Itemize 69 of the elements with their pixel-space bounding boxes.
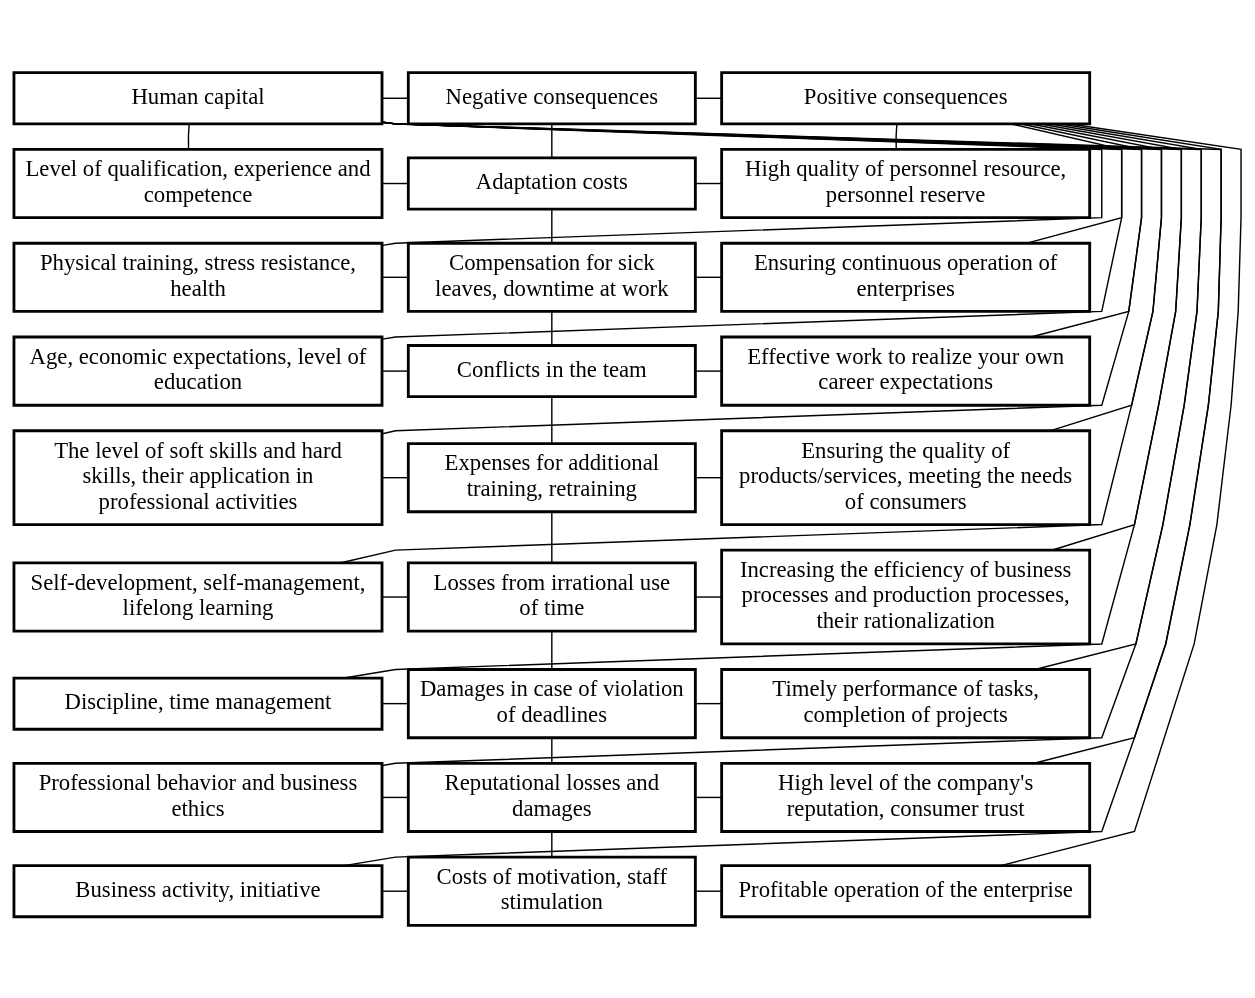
node-box: Ensuring continuous operation of enterprises — [720, 241, 1092, 313]
connector — [694, 182, 723, 185]
connector — [381, 121, 1143, 435]
node-box: Effective work to realize your own career expectations — [720, 335, 1092, 407]
connector — [381, 476, 409, 479]
node-box: Damages in case of violation of deadlines — [406, 668, 697, 740]
node-box: The level of soft skills and hard skills, their application in professional activities — [12, 429, 384, 526]
node-box: Conflicts in the team — [406, 344, 697, 399]
connector — [551, 310, 553, 347]
connector — [694, 276, 723, 279]
connector — [343, 121, 1183, 679]
connector — [551, 511, 553, 564]
connector — [694, 596, 723, 598]
connector — [551, 208, 553, 244]
connector — [381, 182, 409, 185]
connector — [1039, 123, 1183, 551]
connector — [551, 830, 553, 858]
node-box: Adaptation costs — [406, 156, 697, 211]
connector — [551, 123, 553, 159]
node-box: High level of the company's reputation, consumer trust — [720, 761, 1092, 833]
connector — [694, 890, 723, 892]
connector — [694, 796, 723, 799]
node-box: Timely performance of tasks, completion of projects — [720, 668, 1092, 740]
node-box: Expenses for additional training, retraining — [406, 442, 697, 514]
connector — [381, 97, 409, 99]
connector — [694, 702, 723, 705]
connector — [551, 630, 553, 670]
connector — [694, 370, 723, 372]
connector — [551, 737, 553, 764]
connector — [339, 121, 1163, 564]
connector — [381, 596, 409, 598]
node-box: Physical training, stress resistance, health — [12, 241, 384, 313]
node-box: Costs of motivation, staff stimulation — [406, 855, 697, 927]
node-box: Ensuring the quality of products/services, meeting the needs of consumers — [720, 429, 1092, 526]
connector — [343, 121, 1222, 867]
connector — [551, 396, 553, 444]
node-box: Human capital — [12, 71, 384, 126]
connector — [381, 890, 409, 892]
node-box: Professional behavior and business ethics — [12, 761, 384, 833]
connector — [381, 370, 409, 372]
node-box: Self-development, self-management, lifelong learning — [12, 561, 384, 633]
node-box: Age, economic expectations, level of education — [12, 335, 384, 407]
connector — [381, 121, 1202, 767]
connector — [1000, 123, 1242, 867]
connector — [895, 123, 898, 150]
node-box: Profitable operation of the enterprise — [720, 864, 1092, 919]
connector — [381, 796, 409, 799]
connector — [381, 121, 1103, 247]
connector — [381, 121, 1123, 340]
node-box: Business activity, initiative — [12, 864, 384, 919]
connector — [694, 476, 723, 479]
node-box: Positive consequences — [720, 71, 1092, 126]
connector — [1034, 123, 1202, 671]
node-box: Compensation for sick leaves, downtime at work — [406, 241, 697, 313]
node-box: Level of qualification, experience and competence — [12, 148, 384, 220]
connector — [1010, 123, 1123, 244]
connector — [1029, 123, 1163, 432]
node-box: Negative consequences — [406, 71, 697, 126]
connector — [381, 276, 409, 279]
node-box: Increasing the efficiency of business processes and production processes, their rationalization — [720, 548, 1092, 646]
node-box: High quality of personnel resource, personnel reserve — [720, 148, 1092, 220]
connector — [1033, 123, 1222, 764]
node-box: Losses from irrational use of time — [406, 561, 697, 633]
connector — [1020, 123, 1143, 338]
connector — [694, 97, 723, 99]
node-box: Discipline, time management — [12, 676, 384, 731]
connector — [381, 702, 409, 705]
node-box: Reputational losses and damages — [406, 761, 697, 833]
connector — [187, 123, 190, 150]
